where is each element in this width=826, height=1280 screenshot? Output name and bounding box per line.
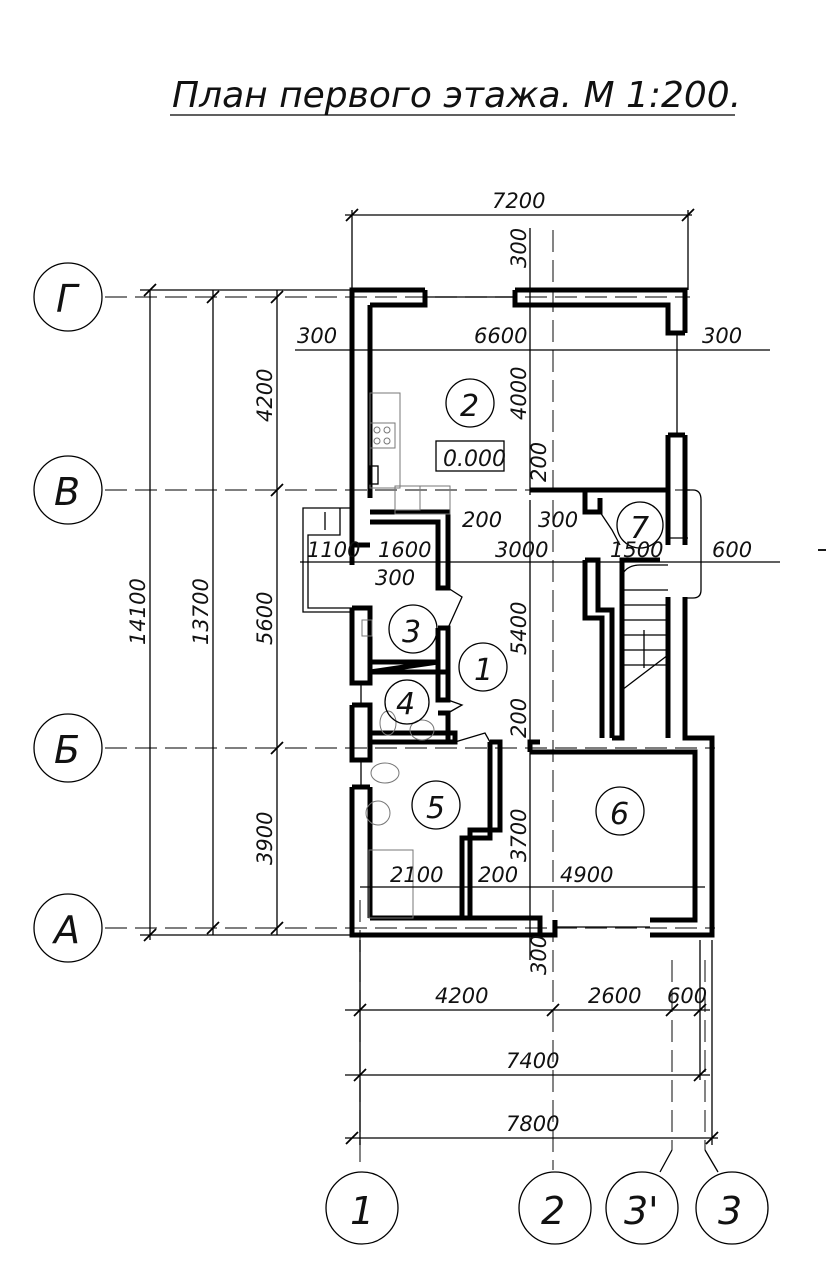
dim-partition-lower: 200	[507, 698, 531, 738]
dim-left-14100: 14100	[126, 578, 150, 645]
dim-bottom-600: 600	[667, 984, 707, 1008]
axis-bubble-B: Б	[33, 713, 103, 783]
axis-bubble-V: В	[33, 455, 103, 525]
svg-text:3: 3	[718, 1189, 742, 1233]
axis-bubble-2: 2	[518, 1171, 592, 1245]
dim-left-5600: 5600	[253, 592, 277, 645]
axis-bubble-1: 1	[325, 1171, 399, 1245]
staircase	[302, 507, 669, 691]
room-3-label: 3	[402, 615, 421, 650]
dim-mid-300-left: 300	[375, 566, 415, 590]
dim-mid-300-right: 300	[538, 508, 578, 532]
axis-bubble-3: 3	[695, 1149, 769, 1245]
dim-bottom-7400: 7400	[506, 1049, 559, 1073]
room-5-label: 5	[426, 791, 445, 826]
dim-mid-200: 200	[462, 508, 502, 532]
dim-upper-left: 300	[297, 324, 337, 348]
dim-left-4200: 4200	[253, 369, 277, 422]
fixtures	[361, 392, 451, 919]
dim-top-wall: 300	[507, 228, 531, 268]
level-mark: 0.000	[443, 447, 506, 472]
room-4-label: 4	[396, 687, 415, 722]
dim-mid-1500: 1500	[610, 538, 663, 562]
dim-bottom-7800: 7800	[506, 1112, 559, 1136]
dim-mid-1100: 1100	[307, 538, 360, 562]
dimension-texts: 7200 300 300 6600 300 4000 200 1100 1600…	[126, 189, 752, 1136]
room-2-label: 2	[460, 389, 479, 424]
dim-mid-600: 600	[712, 538, 752, 562]
room-6-label: 6	[610, 797, 629, 832]
dim-mid-1600: 1600	[378, 538, 431, 562]
svg-text:3': 3'	[624, 1189, 659, 1233]
axis-bubble-3prime: 3'	[605, 1149, 679, 1245]
axis-bubble-A: А	[33, 893, 103, 963]
svg-text:В: В	[54, 470, 80, 514]
dim-lower-4900: 4900	[560, 863, 613, 887]
room-7-label: 7	[630, 511, 649, 546]
svg-text:Б: Б	[54, 728, 80, 772]
dim-left-3900: 3900	[253, 812, 277, 865]
svg-text:Г: Г	[56, 277, 80, 321]
dim-lower-2100: 2100	[390, 863, 443, 887]
drawing-title: План первого этажа. М 1:200.	[172, 75, 741, 116]
dim-left-13700: 13700	[189, 578, 213, 645]
dim-upper-right: 300	[702, 324, 742, 348]
dim-bottom-wall: 300	[527, 935, 551, 975]
dim-hall-height: 5400	[507, 602, 531, 655]
dim-lower-height: 3700	[507, 809, 531, 862]
svg-text:А: А	[51, 908, 80, 952]
dim-lower-200: 200	[478, 863, 518, 887]
dim-partition-upper: 200	[527, 442, 551, 482]
axis-bubble-G: Г	[33, 262, 103, 332]
dim-upper-mid: 6600	[474, 324, 527, 348]
openings	[360, 296, 702, 928]
dimension-lines	[140, 208, 780, 1145]
level-mark-box	[435, 440, 505, 472]
dim-mid-3000: 3000	[495, 538, 548, 562]
walls	[349, 287, 715, 938]
dim-top-overall: 7200	[492, 189, 545, 213]
dim-room2-height: 4000	[507, 367, 531, 420]
dim-bottom-2600: 2600	[588, 984, 641, 1008]
room-1-label: 1	[474, 653, 493, 688]
svg-text:1: 1	[350, 1189, 374, 1233]
dim-bottom-4200: 4200	[435, 984, 488, 1008]
svg-text:2: 2	[541, 1189, 565, 1233]
room-labels: 2 1 3 4 5 6 7	[384, 378, 664, 836]
